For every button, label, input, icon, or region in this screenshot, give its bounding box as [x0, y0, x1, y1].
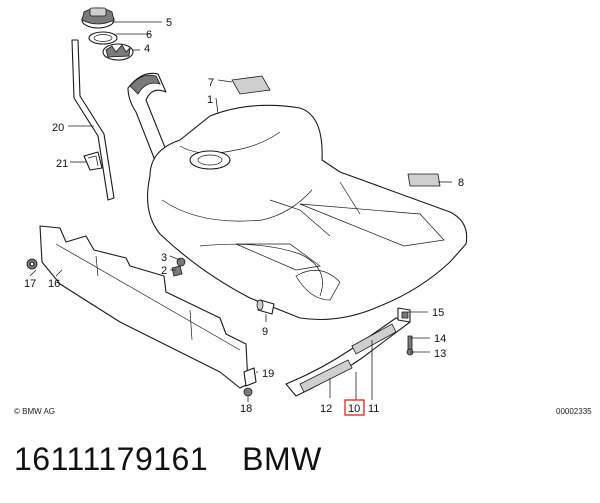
label-plate-upper: [231, 75, 271, 95]
filler-cap: [81, 7, 115, 29]
callout-5: 5: [166, 17, 172, 29]
highlighted-part-box: [344, 399, 365, 416]
part-number: 16111179161: [14, 441, 209, 477]
breather-pipe: [71, 39, 115, 201]
filler-neck: [127, 72, 171, 169]
callout-18: 18: [240, 403, 252, 415]
gasket-ring: [88, 31, 118, 45]
brand-name: BMW: [242, 441, 322, 477]
callout-20: 20: [52, 122, 64, 134]
callout-6: 6: [146, 29, 152, 41]
screw-2: [171, 265, 183, 277]
callout-11: 11: [368, 403, 379, 415]
callout-3: 3: [161, 252, 167, 264]
callout-19: 19: [262, 368, 274, 380]
callout-16: 16: [48, 278, 60, 290]
callout-12: 12: [320, 403, 332, 415]
bracket-19: [243, 367, 257, 387]
callout-1: 1: [207, 94, 213, 106]
rubber-bush: [256, 299, 275, 315]
callout-7: 7: [208, 77, 214, 89]
tank-strap: [285, 317, 411, 397]
callout-8: 8: [458, 177, 464, 189]
bolt-17: [26, 258, 38, 270]
callout-13: 13: [434, 348, 446, 360]
pipe-clip: [83, 151, 103, 171]
nut-18: [243, 387, 253, 397]
callout-17: 17: [24, 278, 36, 290]
leader-lines: [29, 21, 452, 402]
heat-shield: [39, 225, 249, 389]
strap-bracket: [397, 307, 411, 323]
callout-2: 2: [161, 265, 167, 277]
diagram-id: 00002335: [556, 407, 592, 416]
fuel-tank-exploded-diagram: 5 6 4 7 1 20 21 8 3 2 17 16 9 15 14 13 1…: [14, 7, 592, 416]
part-caption: 16111179161 BMW: [14, 441, 356, 478]
clamp-ring: [102, 43, 134, 61]
fuel-tank: [147, 104, 468, 320]
callout-14: 14: [434, 333, 446, 345]
callout-4: 4: [144, 43, 150, 55]
callout-21: 21: [56, 158, 68, 170]
callout-10: 10: [348, 403, 360, 415]
callout-9: 9: [262, 326, 268, 338]
label-plate-right: [407, 173, 441, 187]
callout-15: 15: [432, 307, 444, 319]
copyright-note: © BMW AG: [14, 407, 55, 416]
